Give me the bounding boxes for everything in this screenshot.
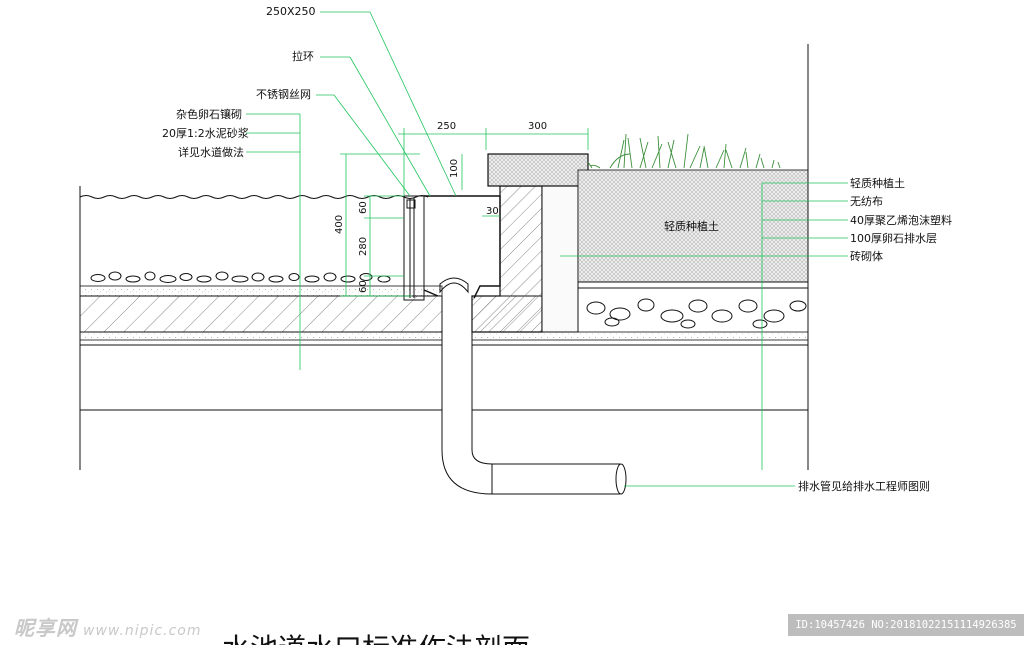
label-light-soil-inner: 轻质种植土	[664, 219, 719, 233]
drain-pipe	[441, 300, 627, 495]
watermark-brand: 昵享网	[14, 616, 77, 640]
label-ss-mesh: 不锈钢丝网	[256, 88, 311, 101]
label-eps: 40厚聚乙烯泡沫塑料	[850, 213, 952, 227]
slab-layers	[79, 285, 809, 411]
label-pull-ring: 拉环	[292, 49, 314, 63]
watermark-url: www.nipic.com	[83, 623, 202, 639]
dim-250: 250	[437, 121, 456, 132]
label-pebble-drain: 100厚卵石排水层	[850, 231, 937, 245]
brick-wall	[471, 153, 589, 333]
leader-lines	[246, 11, 848, 487]
label-see-road: 详见水道做法	[178, 145, 244, 159]
dim-60-top: 60	[358, 201, 369, 214]
label-non-woven: 无纺布	[850, 194, 883, 208]
label-250x250: 250X250	[266, 5, 316, 18]
image-id-bar: ID:10457426 NO:20181022151114926385	[788, 614, 1024, 636]
drawing-title: 水池道水口标准作法剖面	[222, 632, 530, 645]
pebble-inlay-layer	[90, 271, 391, 283]
watermark: 昵享网 www.nipic.com	[14, 612, 202, 641]
grass-plants	[587, 133, 781, 169]
dim-100: 100	[449, 159, 460, 178]
dim-30: 30	[486, 206, 499, 217]
dim-400: 400	[334, 215, 345, 234]
dim-60-bottom: 60	[358, 280, 369, 293]
dimension-lines	[340, 128, 589, 297]
label-drain-pipe: 排水管见给排水工程师图则	[798, 479, 930, 493]
label-brick: 砖砌体	[850, 249, 883, 263]
labels: 250X250 拉环 不锈钢丝网 杂色卵石镶砌 20厚1:2水泥砂浆 详见水道做…	[162, 5, 952, 493]
dim-280: 280	[358, 237, 369, 256]
dimension-text: 250 300 100 30 400 60 280 60	[334, 121, 547, 293]
label-light-soil: 轻质种植土	[850, 176, 905, 190]
label-pebble-inlay: 杂色卵石镶砌	[176, 107, 242, 121]
planter	[577, 44, 809, 470]
dim-300: 300	[528, 121, 547, 132]
label-mortar: 20厚1:2水泥砂浆	[162, 126, 249, 140]
